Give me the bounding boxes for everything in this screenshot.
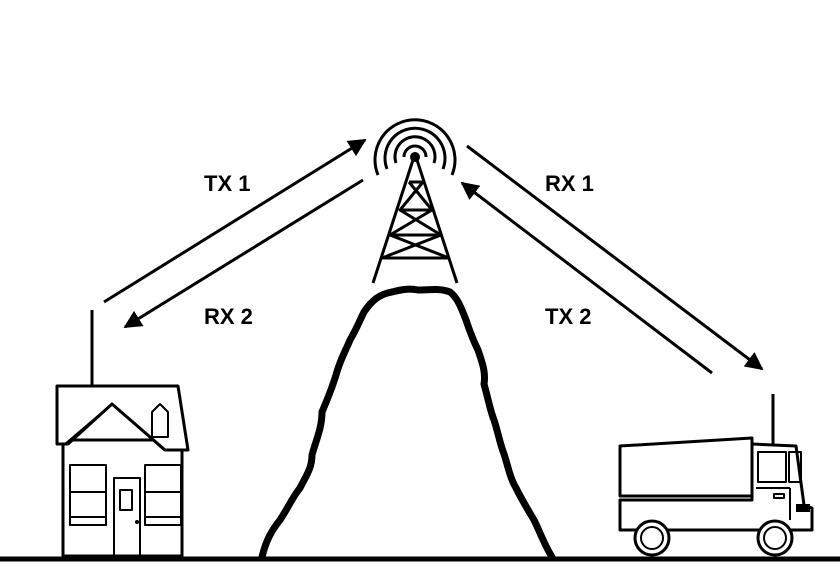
label-tx2: TX 2 (545, 304, 591, 329)
rx1-arrow (466, 144, 764, 371)
van-icon (618, 394, 814, 557)
tx1-arrow (103, 138, 367, 304)
house-icon (55, 310, 190, 558)
tx2-arrow (460, 181, 713, 375)
label-rx2: RX 2 (204, 304, 253, 329)
mountain-icon (258, 285, 556, 561)
rx2-arrow (123, 178, 364, 329)
label-tx1: TX 1 (204, 171, 250, 196)
radio-tower-icon (371, 118, 459, 284)
label-rx1: RX 1 (545, 171, 594, 196)
